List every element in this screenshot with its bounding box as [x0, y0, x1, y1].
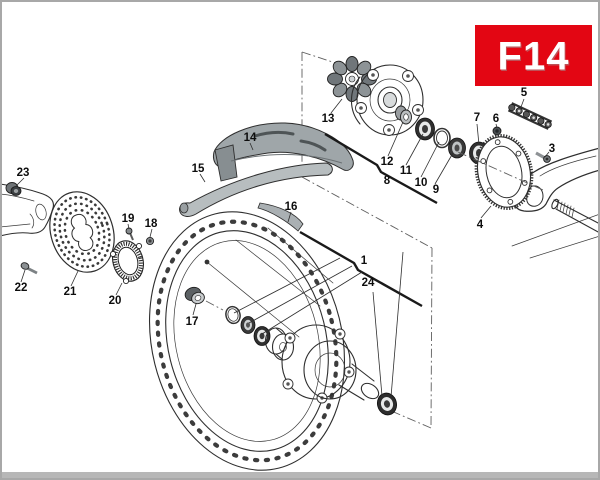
bolt-22 [20, 262, 38, 275]
callout-14: 14 [244, 132, 257, 144]
sprocket-carrier-hub [350, 64, 424, 136]
section-code-plate: F14 F14 [475, 25, 592, 86]
spokes [204, 227, 334, 338]
axle-rod [551, 198, 600, 234]
leader-lines [15, 98, 550, 398]
callout-3: 3 [549, 143, 555, 155]
callout-8: 8 [384, 175, 391, 187]
callout-6: 6 [493, 113, 499, 125]
bearing-11 [415, 117, 435, 141]
cap-23 [5, 182, 22, 196]
axis-boundary-lines [205, 51, 433, 429]
swingarm-right [511, 147, 600, 259]
callout-7: 7 [474, 112, 480, 124]
seal-9 [448, 137, 466, 159]
callout-1: 1 [361, 255, 368, 267]
callout-4: 4 [477, 219, 484, 231]
sprocket-4 [474, 133, 534, 211]
bottom-border-bar [0, 472, 600, 480]
plate-code-text: F14 [498, 35, 570, 79]
callout-12: 12 [381, 156, 394, 168]
chain-5 [507, 102, 553, 130]
cush-drive-13 [327, 56, 377, 102]
bushing-17 [184, 286, 205, 305]
swingarm-left [0, 183, 54, 237]
sprocket-axis-line [457, 151, 544, 191]
bearing-ring [253, 326, 271, 346]
nut-6 [492, 126, 502, 136]
callout-13: 13 [322, 113, 335, 125]
brake-disc-21 [49, 191, 115, 273]
callout-10: 10 [415, 177, 428, 189]
seal-ring [240, 316, 256, 334]
bracket-1-line [299, 230, 423, 308]
plate-background [475, 25, 592, 86]
callout-20: 20 [109, 295, 122, 307]
callout-16: 16 [285, 201, 298, 213]
fender-strip-15 [179, 162, 333, 217]
callout-15: 15 [192, 163, 205, 175]
callout-23: 23 [17, 167, 30, 179]
bolt-19 [125, 227, 134, 241]
callout-17: 17 [186, 316, 199, 328]
fender-strip-16 [257, 202, 304, 232]
spacer-12 [395, 105, 412, 125]
circlip-10 [433, 127, 451, 149]
callout-11: 11 [400, 165, 413, 177]
callout-22: 22 [15, 282, 28, 294]
callout-9: 9 [433, 184, 439, 196]
callout-21: 21 [64, 286, 77, 298]
callout-19: 19 [122, 213, 135, 225]
rear-hub [281, 324, 380, 404]
nut-18 [145, 236, 155, 246]
callout-18: 18 [145, 218, 158, 230]
hub-bearing [376, 392, 398, 416]
circlip-ring [225, 305, 241, 325]
fender-cowl-14 [213, 122, 354, 182]
callout-5: 5 [521, 87, 528, 99]
axle-8-line [324, 132, 438, 205]
callout-24: 24 [362, 277, 375, 289]
bolt-3 [535, 151, 551, 163]
tone-ring-20 [109, 240, 144, 285]
wheel-rim [148, 211, 346, 471]
plate-code-shadow: F14 [499, 36, 571, 80]
